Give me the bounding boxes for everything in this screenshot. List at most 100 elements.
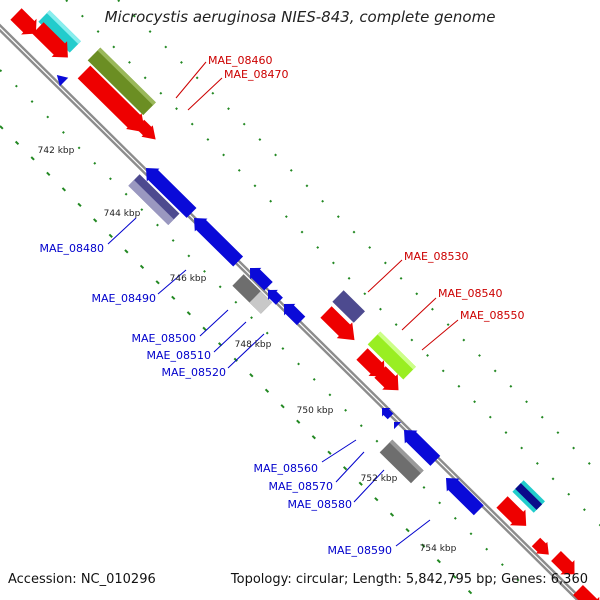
ring-dot [551,477,555,481]
ring-dot [211,91,215,95]
ring-dot [96,30,100,33]
ring-dot [485,547,489,551]
ring-dot [394,323,398,327]
ring-dot [331,261,335,265]
gene-label-mae-08580[interactable]: MAE_08580 [288,498,352,511]
gene-label-mae-08500[interactable]: MAE_08500 [132,332,196,345]
ring-dot [117,0,121,3]
ring-dot [65,0,69,3]
ring-dot [359,424,363,428]
ring-dot [132,14,136,18]
gene-label-mae-08460[interactable]: MAE_08460 [208,54,272,67]
ring-dot [253,184,257,188]
ring-dot [493,369,497,373]
ring-dot [520,446,524,450]
ring-dot [336,215,340,219]
ring-dot [469,532,473,536]
forward-gene-labels: MAE_08460 MAE_08470 MAE_08530 MAE_08540 … [208,54,524,322]
ring-dot [258,138,262,141]
leader-mae-08580 [353,469,385,503]
cds-forward-6 [356,348,385,377]
tick-label-750: 750 kbp [297,406,334,416]
ring-dot [410,338,414,342]
tick-label-752: 752 kbp [361,474,398,484]
gene-label-mae-08490[interactable]: MAE_08490 [92,292,156,305]
ring-dot [500,563,504,567]
ring-dot [164,45,168,49]
ring-dot [218,285,222,289]
ring-dot [436,559,441,564]
gene-label-mae-08520[interactable]: MAE_08520 [162,366,226,379]
label-leaders [107,61,459,547]
ring-dots-tick-track [0,125,473,595]
cds-forward-10 [551,551,575,575]
ring-dot [358,481,363,486]
ring-dot [305,184,309,188]
ring-dot [195,76,199,80]
ring-dot [281,347,285,350]
leader-mae-08500 [199,309,229,337]
ring-dot [46,115,50,119]
leader-mae-08560 [321,439,357,463]
ring-dot [321,199,325,203]
ring-dot [375,439,379,443]
ring-dot [467,590,473,595]
ring-dot [62,131,65,134]
leader-mae-08460 [175,61,207,99]
ring-dot [296,419,301,424]
ring-dot [452,574,457,579]
ring-dot [328,393,332,397]
gene-label-mae-08540[interactable]: MAE_08540 [438,287,502,300]
ring-dot [0,69,3,73]
ring-dot [249,373,254,378]
cds-forward-5 [320,306,355,341]
ring-dot [175,107,178,111]
ring-dot [128,60,131,64]
ring-dot [488,415,492,419]
gene-label-mae-08570[interactable]: MAE_08570 [269,480,333,493]
ring-dot [242,122,246,126]
leader-mae-08510 [213,321,247,353]
ring-dot [159,91,163,95]
ring-dot [509,384,513,388]
gene-label-mae-08480[interactable]: MAE_08480 [40,242,104,255]
ring-dot [77,202,82,207]
ring-dot [269,199,273,203]
ring-dot [342,466,348,471]
ring-dot [171,239,175,242]
ring-dot [93,161,97,165]
cds-grey-2 [379,439,424,484]
leader-mae-08480 [107,217,137,245]
accession-text: Accession: NC_010296 [8,572,156,587]
ring-dot [190,122,194,126]
leader-mae-08470 [187,77,223,111]
ring-dot [438,501,442,505]
gene-label-mae-08530[interactable]: MAE_08530 [404,250,468,263]
ring-dot [46,171,51,176]
ring-dot [352,230,356,234]
ring-dot [155,280,160,285]
ring-dot [374,497,379,502]
gene-label-mae-08560[interactable]: MAE_08560 [254,462,318,475]
ring-dot [186,311,192,316]
gene-label-mae-08590[interactable]: MAE_08590 [328,544,392,557]
ring-dot [112,45,116,49]
genome-summary-text: Topology: circular; Length: 5,842,795 bp… [230,572,588,587]
ring-dot [368,246,372,249]
ring-dot [567,492,571,496]
gene-label-mae-08550[interactable]: MAE_08550 [460,309,524,322]
leader-mae-08570 [335,451,365,483]
ring-dot [457,384,461,388]
gene-label-mae-08510[interactable]: MAE_08510 [147,349,211,362]
ring-dot [234,300,238,304]
ring-dot [311,435,316,440]
cds-reverse-7 [382,407,394,420]
ring-dot [206,138,210,141]
gene-label-mae-08470[interactable]: MAE_08470 [224,68,288,81]
cds-lime-1 [367,331,416,380]
ring-dot [415,292,419,296]
leader-mae-08520 [227,333,265,369]
ring-dot [30,156,35,161]
ring-dot [14,140,20,146]
